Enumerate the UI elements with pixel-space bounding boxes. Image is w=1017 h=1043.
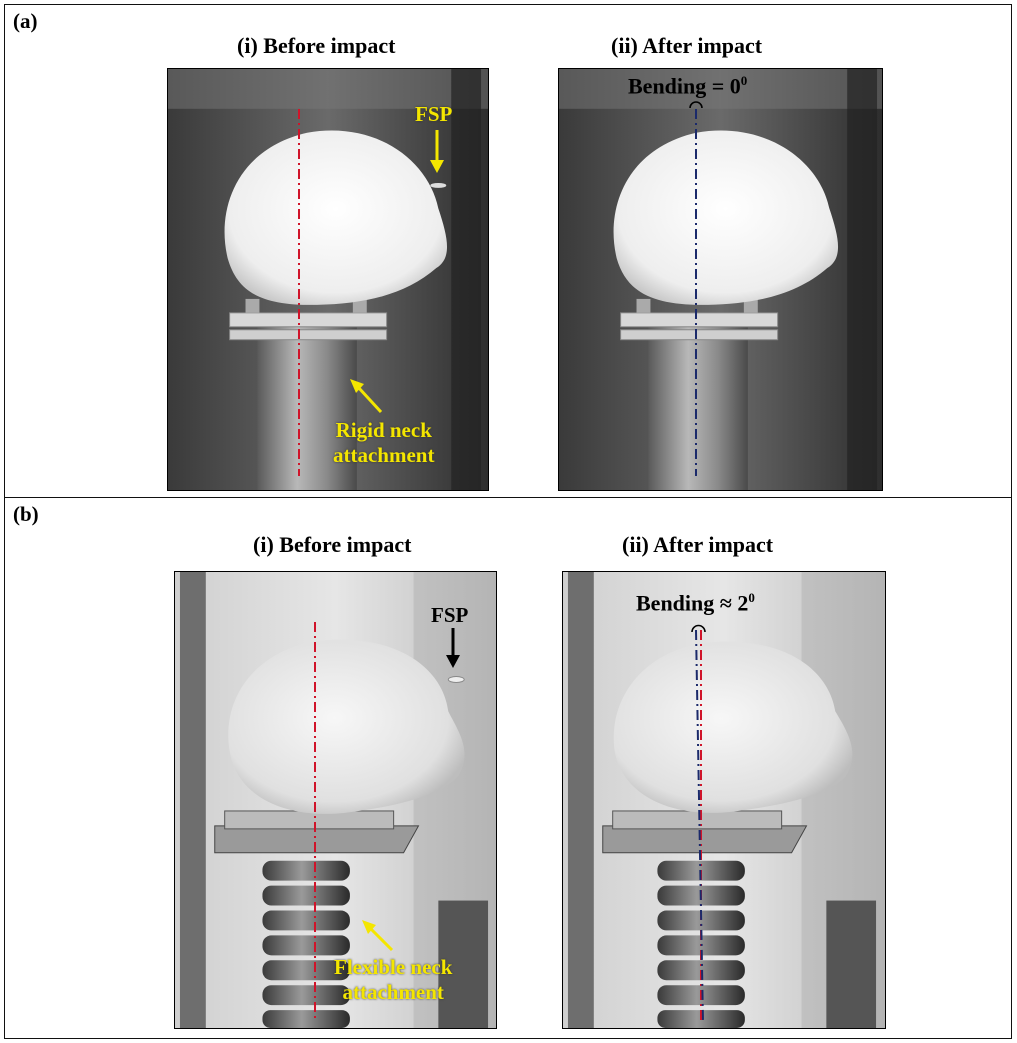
rigid-neck-label: Rigid neck attachment bbox=[333, 418, 434, 468]
bending-label-a: Bending = 00 bbox=[628, 73, 747, 99]
panel-a-before-title: (i) Before impact bbox=[237, 33, 396, 58]
photo-rigid-before bbox=[167, 68, 489, 491]
panel-b: (b) (i) Before impact (ii) After impact bbox=[4, 497, 1012, 1039]
bending-degree-b: 0 bbox=[748, 590, 755, 605]
photo-rigid-after bbox=[558, 68, 883, 491]
panel-b-after-title: (ii) After impact bbox=[622, 532, 774, 557]
flexible-neck-label: Flexible neck attachment bbox=[334, 955, 452, 1005]
rigid-neck-label-line2: attachment bbox=[333, 443, 435, 467]
bending-degree-a: 0 bbox=[740, 73, 748, 88]
fsp-label-a: FSP bbox=[415, 102, 453, 126]
panel-b-label: (b) bbox=[13, 502, 39, 526]
photo-flexible-after bbox=[562, 571, 886, 1029]
panel-a-label: (a) bbox=[13, 9, 38, 33]
bending-value-b: Bending ≈ 2 bbox=[636, 590, 749, 616]
panel-a: (a) (i) Before impact (ii) After impact bbox=[4, 4, 1012, 498]
rigid-neck-label-line1: Rigid neck bbox=[335, 418, 432, 442]
fsp-label-b: FSP bbox=[431, 603, 469, 627]
flexible-neck-label-line2: attachment bbox=[342, 980, 444, 1004]
panel-b-before-title: (i) Before impact bbox=[253, 532, 412, 557]
photo-flexible-before bbox=[174, 571, 497, 1029]
panel-a-after-title: (ii) After impact bbox=[611, 33, 763, 58]
flexible-neck-label-line1: Flexible neck bbox=[334, 955, 453, 979]
bending-label-b: Bending ≈ 20 bbox=[636, 590, 755, 616]
bending-value-a: Bending = 0 bbox=[628, 73, 741, 99]
